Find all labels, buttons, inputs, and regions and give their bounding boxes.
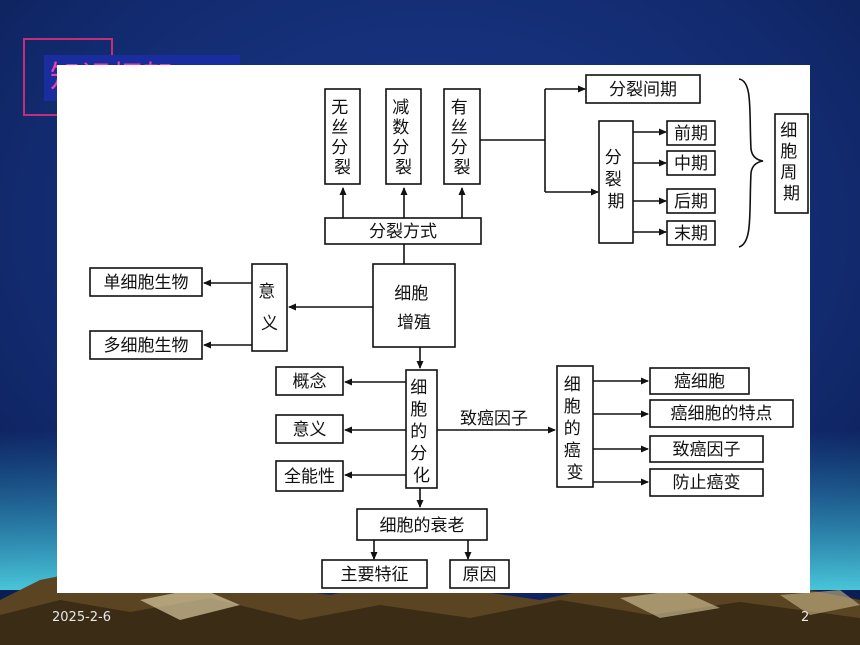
division-mode-box: [324, 217, 482, 245]
telophase-box: [666, 220, 716, 246]
mitosis-label: 有 丝 分 裂: [451, 98, 473, 178]
cell-cycle-brace: [738, 78, 764, 248]
center-box: [372, 263, 456, 348]
canceration-box: [556, 365, 594, 488]
interphase-box: [585, 74, 701, 104]
amitosis-box: [324, 88, 361, 185]
cancer-traits-label: 癌细胞的特点: [671, 404, 773, 424]
division-mode-label: 分裂方式: [369, 222, 437, 242]
cancer-traits-box: [649, 399, 794, 428]
anaphase-box: [666, 188, 716, 214]
carcinogen-label: 致癌因子: [673, 440, 741, 460]
diff-significance-box: [275, 414, 344, 444]
telophase-label: 末期: [674, 224, 708, 244]
diagram-panel: [57, 65, 810, 593]
meiosis-box: [385, 88, 422, 185]
cell-cycle-box: [774, 113, 809, 214]
slide-date: 2025-2-6: [52, 610, 112, 625]
canceration-label: 细 胞 的 癌 变: [564, 375, 586, 483]
diff-significance-label: 意义: [293, 420, 327, 440]
interphase-label: 分裂间期: [609, 80, 677, 100]
concept-label: 概念: [293, 371, 327, 392]
totipotency-label: 全能性: [284, 467, 335, 487]
differentiation-box: [405, 369, 438, 489]
prevent-label: 防止癌变: [673, 473, 741, 493]
causes-box: [449, 559, 510, 589]
prophase-label: 前期: [674, 124, 708, 144]
carcinogen-arrow-label: 致癌因子: [460, 409, 528, 429]
multicellular-label: 多细胞生物: [104, 336, 189, 356]
anaphase-label: 后期: [674, 192, 708, 212]
amitosis-label: 无 丝 分 裂: [331, 98, 353, 178]
division-phase-box: [598, 120, 634, 244]
unicellular-box: [89, 267, 203, 297]
center-label: 细胞 增殖: [394, 284, 433, 333]
concept-box: [275, 366, 344, 396]
main-features-box: [321, 559, 428, 589]
unicellular-label: 单细胞生物: [104, 273, 189, 293]
multicellular-box: [89, 330, 203, 360]
differentiation-label: 细 胞 的 分 化: [410, 378, 432, 486]
main-features-label: 主要特征: [341, 565, 409, 585]
cancer-cell-box: [649, 367, 750, 395]
aging-label: 细胞的衰老: [380, 516, 465, 536]
division-phase-label: 分 裂 期: [605, 148, 627, 212]
prophase-box: [666, 120, 716, 146]
mitosis-box: [443, 88, 481, 185]
meiosis-label: 减 数 分 裂: [392, 98, 414, 178]
aging-box: [356, 508, 488, 541]
totipotency-box: [275, 460, 344, 492]
page-number: 2: [801, 610, 810, 625]
concept-map: 无 丝 分 裂 减 数 分 裂 有 丝 分 裂 分裂方式 分裂间期 分 裂 期 …: [89, 74, 809, 589]
causes-label: 原因: [463, 565, 497, 585]
cell-cycle-label: 细 胞 周 期: [780, 121, 802, 204]
carcinogen-box: [649, 435, 764, 463]
metaphase-label: 中期: [674, 154, 708, 174]
prevent-box: [649, 468, 764, 497]
significance-box: [251, 263, 288, 352]
metaphase-box: [666, 150, 716, 176]
cancer-cell-label: 癌细胞: [674, 372, 725, 392]
significance-label: 意 义: [258, 282, 280, 334]
